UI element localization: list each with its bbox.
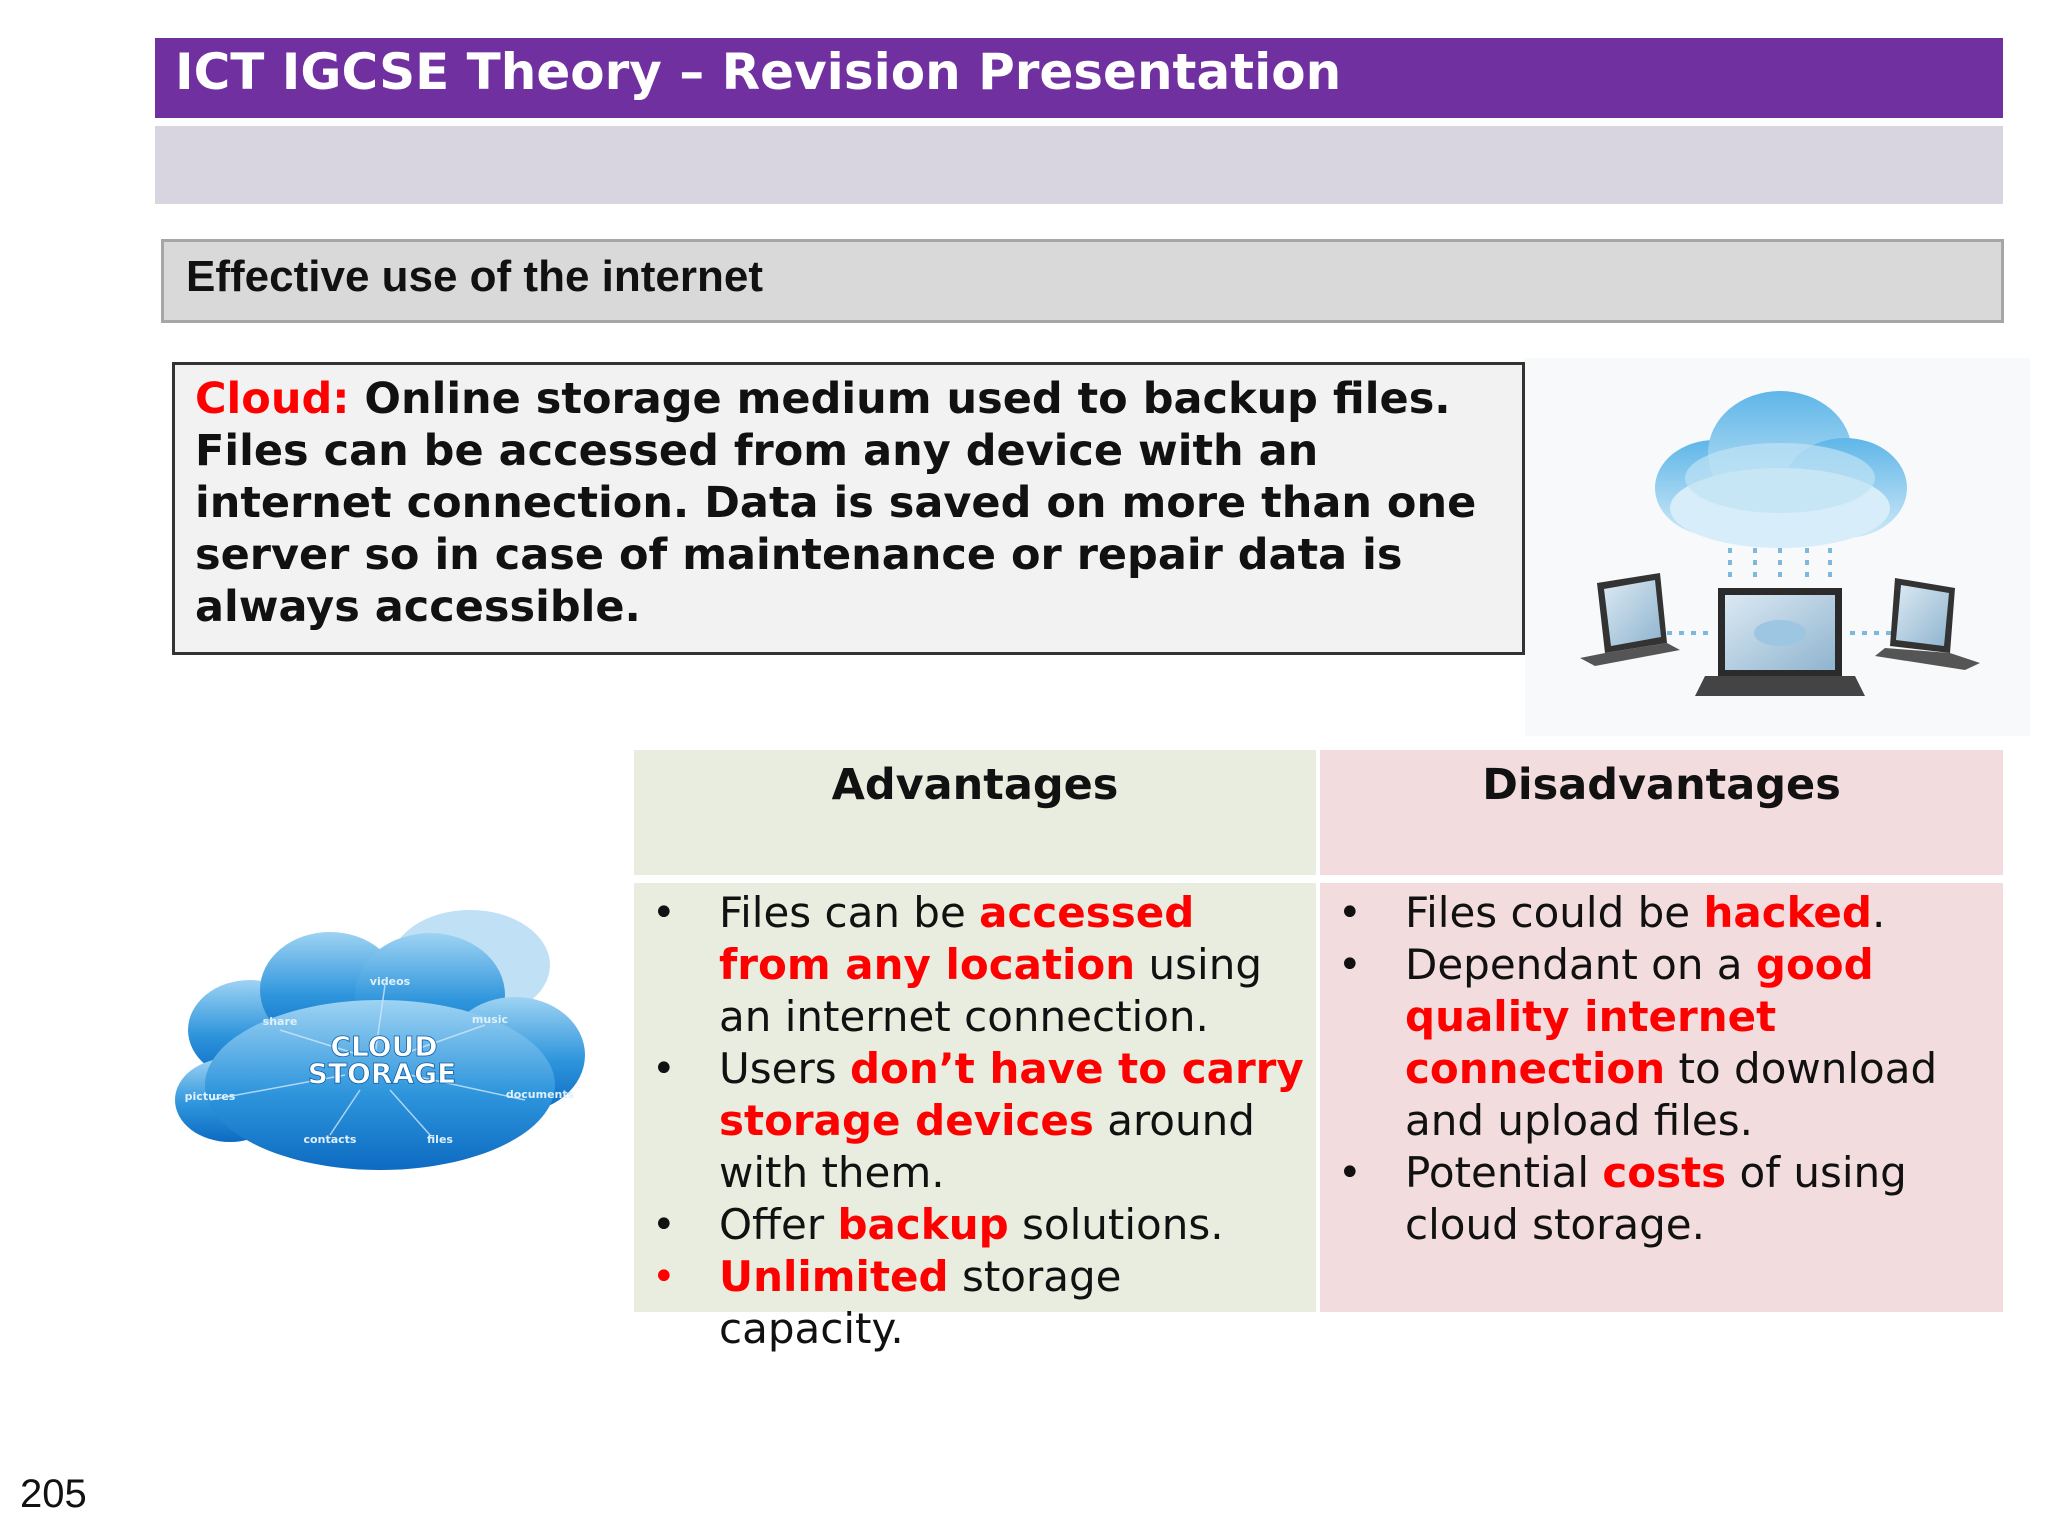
highlighted-text: backup (837, 1200, 1009, 1249)
bullet-icon: • (1338, 1150, 1362, 1196)
cloud-title-2: STORAGE (308, 1057, 456, 1090)
list-item-text: Offer (719, 1200, 838, 1249)
laptop-right-icon (1875, 578, 1980, 670)
list-item-text: Dependant on a (1405, 940, 1756, 989)
bullet-icon: • (652, 1046, 676, 1092)
advantages-cell: • Files can be accessed from any location… (634, 883, 1316, 1353)
bullet-icon: • (652, 1254, 676, 1300)
advantages-disadvantages-table: Advantages Disadvantages • Files can be a… (634, 750, 2003, 1353)
highlighted-text: good quality internet connection (1405, 940, 1874, 1093)
advantages-list: • Files can be accessed from any location… (634, 883, 1316, 1355)
list-item: • Potential costs of using cloud storage. (1320, 1147, 2003, 1251)
definition-box: Cloud: Online storage medium used to bac… (172, 362, 1525, 655)
highlighted-text: don’t have to carry storage devices (719, 1044, 1304, 1145)
highlighted-text: accessed from any location (719, 888, 1195, 989)
page-number: 205 (20, 1472, 87, 1516)
list-item-text: to download and upload files. (1405, 1044, 1938, 1145)
list-item-text: Files could be (1405, 888, 1704, 937)
subtitle-bar (155, 126, 2003, 204)
bullet-icon: • (652, 1202, 676, 1248)
disadvantages-header: Disadvantages (1482, 760, 1841, 810)
disadvantages-header-cell: Disadvantages (1320, 750, 2003, 875)
cloud-label-contacts: contacts (304, 1133, 357, 1146)
list-item: • Users don’t have to carry storage devic… (634, 1043, 1316, 1199)
list-item: • Unlimited storage capacity. (634, 1251, 1316, 1355)
list-item: • Dependant on a good quality internet co… (1320, 939, 2003, 1147)
laptop-left-icon (1580, 573, 1680, 666)
cloud-label-videos: videos (370, 975, 411, 988)
definition-term: Cloud: (195, 374, 350, 424)
cloud-label-files: files (427, 1133, 453, 1146)
list-item-text: storage capacity. (719, 1252, 1122, 1353)
list-item-text: of using cloud storage. (1405, 1148, 1907, 1249)
list-item: • Files can be accessed from any location… (634, 887, 1316, 1043)
bullet-icon: • (652, 890, 676, 936)
cloud-label-documents: documents (506, 1088, 575, 1101)
list-item: • Files could be hacked. (1320, 887, 2003, 939)
cloud-label-pictures: pictures (185, 1090, 236, 1103)
cloud-laptops-image (1525, 358, 2030, 736)
cloud-label-share: share (263, 1015, 298, 1028)
advantages-header-cell: Advantages (634, 750, 1316, 875)
highlighted-text: hacked (1703, 888, 1872, 937)
cloud-title-1: CLOUD (330, 1030, 437, 1063)
advantages-header: Advantages (831, 760, 1119, 810)
bullet-icon: • (1338, 890, 1362, 936)
laptop-center-icon (1695, 588, 1865, 696)
slide-title: ICT IGCSE Theory – Revision Presentation (155, 38, 2003, 118)
list-item-text: . (1871, 888, 1886, 937)
list-item-text: Users (719, 1044, 850, 1093)
highlighted-text: Unlimited (719, 1252, 949, 1301)
list-item-text: using an internet connection. (719, 940, 1262, 1041)
list-item-text: Potential (1405, 1148, 1603, 1197)
definition-text: Online storage medium used to backup fil… (195, 374, 1477, 632)
list-item-text: Files can be (719, 888, 980, 937)
section-heading: Effective use of the internet (161, 239, 2004, 323)
list-item-text: solutions. (1008, 1200, 1224, 1249)
highlighted-text: costs (1602, 1148, 1727, 1197)
disadvantages-list: • Files could be hacked. • Dependant on a g… (1320, 883, 2003, 1251)
disadvantages-cell: • Files could be hacked. • Dependant on a g… (1320, 883, 2003, 1312)
bullet-icon: • (1338, 942, 1362, 988)
cloud-storage-image: CLOUD STORAGE videos share music picture… (175, 910, 585, 1170)
list-item-text: around with them. (719, 1096, 1255, 1197)
list-item: • Offer backup solutions. (634, 1199, 1316, 1251)
cloud-icon (1655, 391, 1907, 548)
cloud-label-music: music (472, 1013, 508, 1026)
